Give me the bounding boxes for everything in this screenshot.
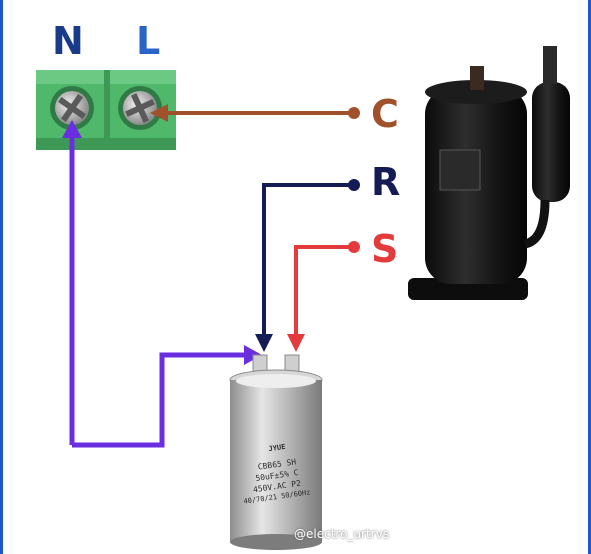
compressor — [408, 46, 570, 300]
wire-r — [255, 179, 360, 352]
wire-s — [287, 241, 360, 352]
label-live: L — [136, 19, 161, 63]
watermark: @electro_urtrvs — [294, 527, 389, 541]
label-start: S — [371, 227, 399, 271]
label-common: C — [371, 92, 399, 136]
wire-n — [62, 120, 262, 448]
wire-c — [150, 104, 360, 122]
capacitor — [229, 354, 323, 550]
screw-n-icon — [55, 91, 89, 125]
label-neutral: N — [52, 19, 84, 63]
screw-l-icon — [123, 91, 157, 125]
label-run: R — [371, 160, 401, 204]
